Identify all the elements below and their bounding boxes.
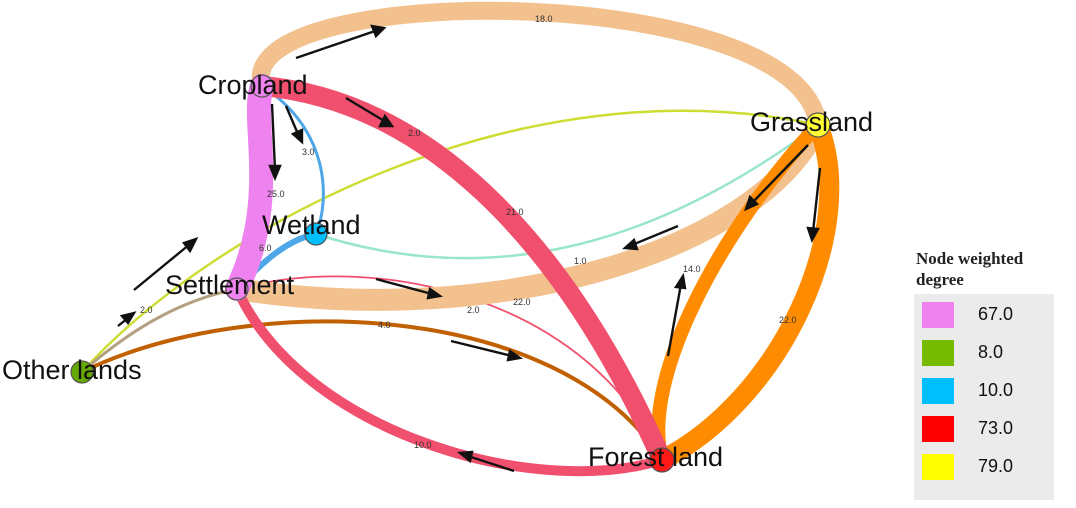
- legend-item: 8.0: [922, 340, 1047, 368]
- edge-other-lands-to-settlement: [80, 287, 239, 374]
- arrow-icon: [268, 103, 282, 182]
- edge-label-cropland-grassland: 18.0: [535, 14, 553, 24]
- edges: [80, 1, 840, 477]
- edge-label-forest-settlement: 10.0: [414, 440, 432, 450]
- arrow-icon: [450, 339, 524, 362]
- legend-box: 67.0 8.0 10.0 73.0 79.0: [914, 294, 1054, 500]
- edge-label-grassland-settlement: 22.0: [513, 297, 531, 307]
- edge-cropland-to-settlement: [225, 74, 274, 301]
- legend-value: 67.0: [978, 304, 1014, 324]
- legend-swatch: [922, 340, 954, 366]
- edge-label-cropland-settlement: 25.0: [267, 189, 285, 199]
- edge-grassland-to-forest-land: [652, 115, 840, 470]
- edge-other-lands-to-grassland: [80, 109, 820, 374]
- legend-value: 79.0: [978, 456, 1014, 476]
- legend-value: 8.0: [978, 342, 1004, 362]
- edge-label-other-grassland: 2.0: [408, 128, 421, 138]
- node-labels: Cropland Grassland Wetland Settlement Ot…: [2, 70, 873, 472]
- direction-arrows: [117, 24, 822, 473]
- edge-other-lands-to-forest-land: [80, 319, 664, 462]
- legend-item: 79.0: [922, 454, 1047, 482]
- edge-label-grassland-forest: 22.0: [779, 315, 797, 325]
- node-label-grassland: Grassland: [750, 107, 873, 137]
- node-settlement[interactable]: [225, 277, 249, 301]
- legend-item: 10.0: [922, 378, 1047, 406]
- node-other-lands[interactable]: [70, 360, 94, 384]
- legend-title: Node weighted degree: [916, 249, 1024, 289]
- legend-swatch: [922, 454, 954, 480]
- node-label-settlement: Settlement: [165, 270, 295, 300]
- arrow-icon: [345, 96, 395, 128]
- legend-value: 10.0: [978, 380, 1014, 400]
- legend: Node weighted degree 67.0 8.0 10.0 73.0 …: [914, 248, 1054, 500]
- edge-cropland-to-wetland: [260, 84, 325, 236]
- edge-label-settlement-forest: 2.0: [467, 305, 480, 315]
- arrow-icon: [666, 272, 687, 357]
- arrow-icon: [117, 311, 137, 327]
- edge-label-cropland-forest: 21.0: [506, 207, 524, 217]
- node-label-cropland: Cropland: [198, 70, 308, 100]
- legend-item: 67.0: [922, 302, 1047, 330]
- nodes: [70, 74, 831, 473]
- legend-item: 73.0: [922, 416, 1047, 444]
- edge-grassland-to-wetland: [314, 123, 820, 260]
- arrow-icon: [284, 105, 304, 145]
- arrow-icon: [375, 277, 444, 300]
- edge-label-other-settlement: 2.0: [140, 305, 153, 315]
- legend-swatch: [922, 378, 954, 404]
- edge-label-cropland-wetland: 3.0: [302, 147, 315, 157]
- arrow-icon: [743, 144, 809, 212]
- arrow-icon: [295, 24, 387, 60]
- edge-label-wetland-settlement: 6.0: [259, 243, 272, 253]
- edge-label-forest-grassland: 14.0: [683, 264, 701, 274]
- edge-label-other-forest: 4.0: [378, 320, 391, 330]
- node-wetland[interactable]: [304, 222, 328, 246]
- legend-swatch: [922, 416, 954, 442]
- arrow-icon: [622, 224, 679, 251]
- edge-label-grassland-wetland: 1.0: [574, 256, 587, 266]
- edge-forest-land-to-settlement: [232, 284, 667, 477]
- edge-forest-land-to-grassland: [651, 118, 825, 467]
- arrow-icon: [806, 167, 822, 243]
- edge-cropland-to-forest-land: [252, 76, 672, 470]
- node-cropland[interactable]: [250, 74, 274, 98]
- node-label-forest-land: Forest land: [588, 442, 723, 472]
- legend-swatch: [922, 302, 954, 328]
- arrow-icon: [456, 450, 515, 473]
- node-grassland[interactable]: [805, 112, 831, 138]
- legend-value: 73.0: [978, 418, 1014, 438]
- node-label-wetland: Wetland: [262, 210, 361, 240]
- arrow-icon: [133, 236, 199, 291]
- node-forest-land[interactable]: [649, 447, 675, 473]
- edge-cropland-to-grassland: [251, 1, 827, 134]
- node-label-other-lands: Other lands: [2, 355, 142, 385]
- edge-labels: 18.0 21.0 25.0 3.0 2.0 6.0 2.0 1.0 22.0 …: [140, 14, 797, 450]
